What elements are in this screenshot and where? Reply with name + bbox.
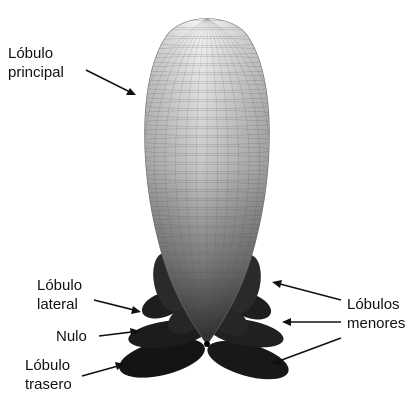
minor-lobes-label: Lóbulos menores (347, 295, 405, 333)
origin-point (204, 341, 210, 347)
back-lobe-label-line-2: trasero (25, 375, 72, 394)
null-label: Nulo (56, 327, 87, 346)
back-lobe-arrow (82, 362, 125, 376)
side-lobe-label-line-2: lateral (37, 295, 82, 314)
main-lobe-label: Lóbulo principal (8, 44, 64, 82)
minor-lobes-arrow-2 (282, 318, 341, 326)
back-lobe-label-line-1: Lóbulo (25, 356, 72, 375)
minor-lobes-arrow-1 (272, 280, 341, 300)
main-lobe-label-line-2: principal (8, 63, 64, 82)
side-lobe-arrow (94, 300, 141, 314)
main-lobe-arrow (86, 70, 136, 95)
main-lobe-label-line-1: Lóbulo (8, 44, 64, 63)
side-lobe-label-line-1: Lóbulo (37, 276, 82, 295)
side-lobe-label: Lóbulo lateral (37, 276, 82, 314)
minor-lobes-label-line-1: Lóbulos (347, 295, 405, 314)
back-lobe-label: Lóbulo trasero (25, 356, 72, 394)
minor-lobes-label-line-2: menores (347, 314, 405, 333)
